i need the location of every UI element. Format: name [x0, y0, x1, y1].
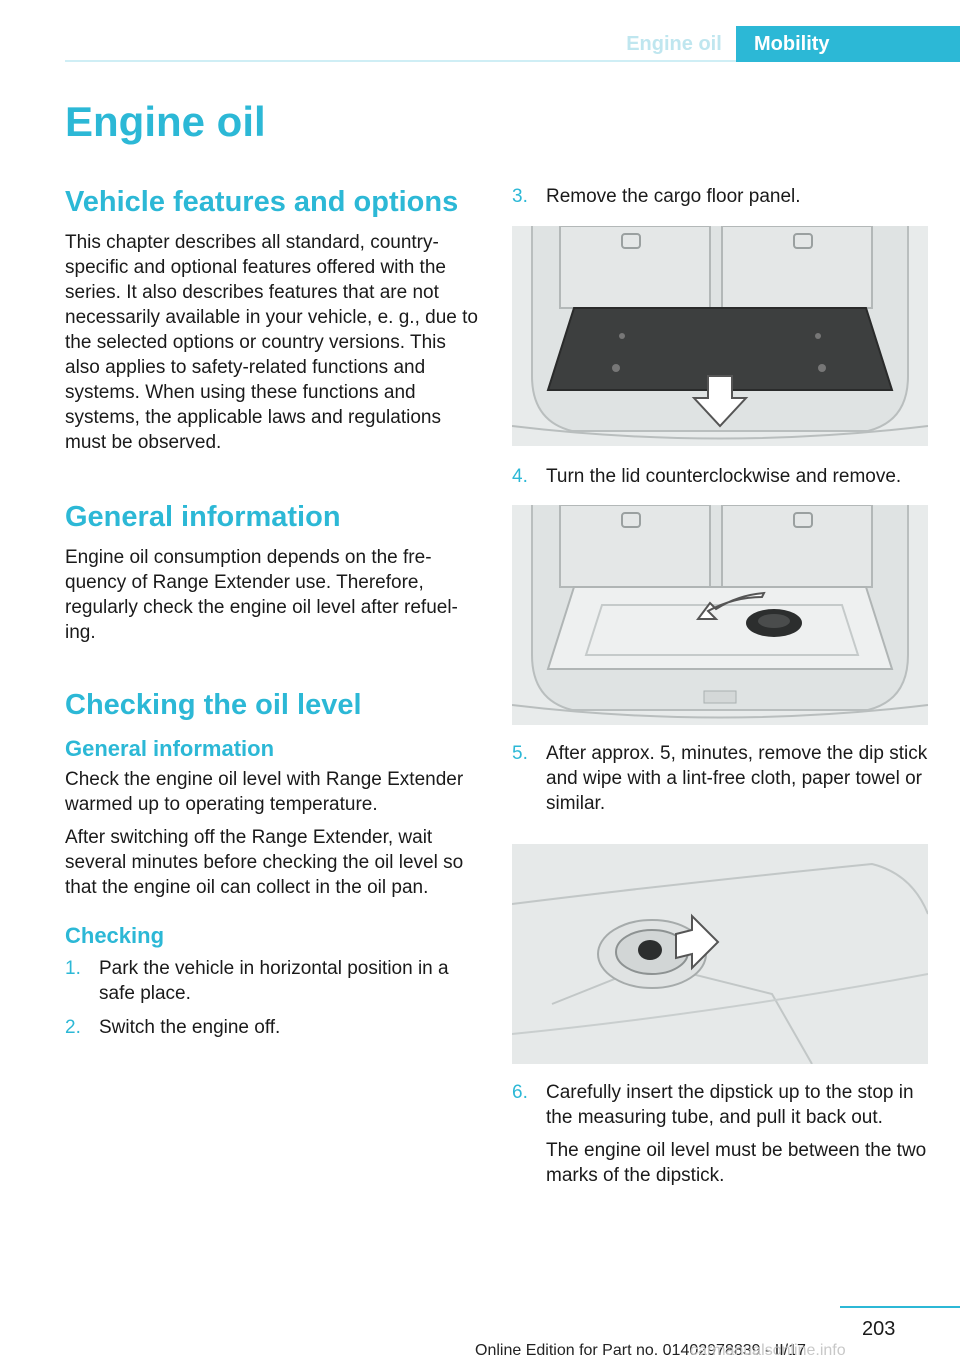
step-6: 6. Carefully insert the dipstick up to t… [512, 1080, 932, 1130]
general-information-body: Engine oil consumption depends on the fr… [65, 547, 458, 643]
cargo-floor-panel-illustration [512, 226, 928, 446]
checking-subheading: Checking [65, 923, 165, 948]
step-text: Turn the lid counterclockwise and remove… [546, 466, 902, 487]
header-rule [65, 60, 960, 62]
step-number: 1. [65, 958, 81, 979]
step-text: Carefully insert the dipstick up to the … [546, 1082, 914, 1128]
right-column: 3. Remove the cargo floor panel. 4. Turn… [512, 184, 932, 1188]
edition-footer: Online Edition for Part no. 01402978839 … [475, 1342, 806, 1359]
lid-removal-illustration [512, 505, 928, 725]
step-text: After approx. 5, minutes, remove the dip… [546, 743, 928, 814]
step-3: 3. Remove the cargo floor panel. [512, 184, 932, 209]
step-text: Switch the engine off. [99, 1017, 281, 1038]
step-number: 6. [512, 1082, 528, 1103]
checking-oil-level-heading: Checking the oil level [65, 689, 362, 721]
dipstick-removal-illustration [512, 844, 928, 1064]
general-info-para-2: After switching off the Range Extender, … [65, 827, 464, 898]
step-number: 4. [512, 466, 528, 487]
step-number: 3. [512, 186, 528, 207]
footer-rule [840, 1306, 960, 1308]
watermark: carmanualsonline.info [690, 1342, 846, 1359]
step-text: Park the vehicle in horizontal position … [99, 958, 449, 1004]
step-5: 5. After approx. 5, minutes, remove the … [512, 741, 932, 816]
step-text: Remove the cargo floor panel. [546, 186, 801, 207]
header-section-tab: Engine oil [626, 32, 722, 55]
left-column: Vehicle features and options This chapte… [65, 184, 483, 1040]
vehicle-features-body: This chapter describes all standard, cou… [65, 232, 478, 453]
step-4: 4. Turn the lid counterclockwise and rem… [512, 464, 932, 489]
page-number: 203 [862, 1318, 896, 1340]
vehicle-features-heading: Vehicle features and options [65, 186, 459, 218]
general-information-heading: General information [65, 501, 341, 533]
page-title: Engine oil [65, 98, 266, 145]
step-1: 1. Park the vehicle in horizontal positi… [65, 956, 483, 1006]
general-info-para-1: Check the engine oil level with Range Ex… [65, 769, 464, 815]
general-information-subheading: General information [65, 736, 275, 761]
step-2: 2. Switch the engine off. [65, 1015, 483, 1040]
step-number: 2. [65, 1017, 81, 1038]
header-chapter-tab: Mobility [736, 26, 960, 62]
step-6-note: The engine oil level must be between the… [546, 1140, 927, 1186]
step-number: 5. [512, 743, 528, 764]
